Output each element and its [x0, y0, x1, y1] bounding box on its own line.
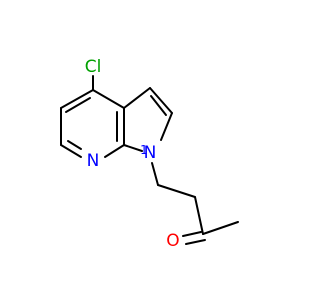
bond-ch2-co: [194, 196, 204, 235]
bond-co-o: [182, 231, 202, 237]
molecule-structure: Cl N N 1 O: [60, 57, 239, 251]
bond-c2-n1: [160, 112, 173, 141]
pyrrole-nitrogen-locant: 1: [140, 143, 148, 157]
oxygen-label: O: [166, 231, 179, 251]
ring-nitrogen-label: N: [87, 151, 100, 171]
bond-n1-ch2: [151, 162, 159, 186]
bond-c3a-c3: [123, 87, 151, 109]
bond-c3-c2-inner: [150, 95, 167, 116]
bond-c3-c2: [149, 87, 173, 114]
structure-canvas: Cl N N 1 O: [60, 57, 239, 251]
bond-c6-n7: [60, 144, 82, 158]
bond-ch2-ch2: [157, 184, 196, 198]
atom-labels: Cl N N 1 O: [85, 57, 180, 251]
pyrrole-nitrogen-label: N: [144, 143, 157, 163]
bond-c3a-c4: [92, 89, 125, 109]
bonds: [60, 75, 239, 245]
bond-c4-c5-inner: [65, 97, 91, 113]
bond-n7-c7a: [104, 144, 125, 158]
chlorine-label: Cl: [85, 57, 102, 77]
bond-co-ch3: [202, 221, 239, 235]
bond-co-o-inner: [185, 239, 206, 245]
bond-c4-c5: [60, 89, 94, 109]
bond-c6-n7-inner: [67, 140, 82, 150]
bond-n1-c7a: [123, 144, 143, 152]
